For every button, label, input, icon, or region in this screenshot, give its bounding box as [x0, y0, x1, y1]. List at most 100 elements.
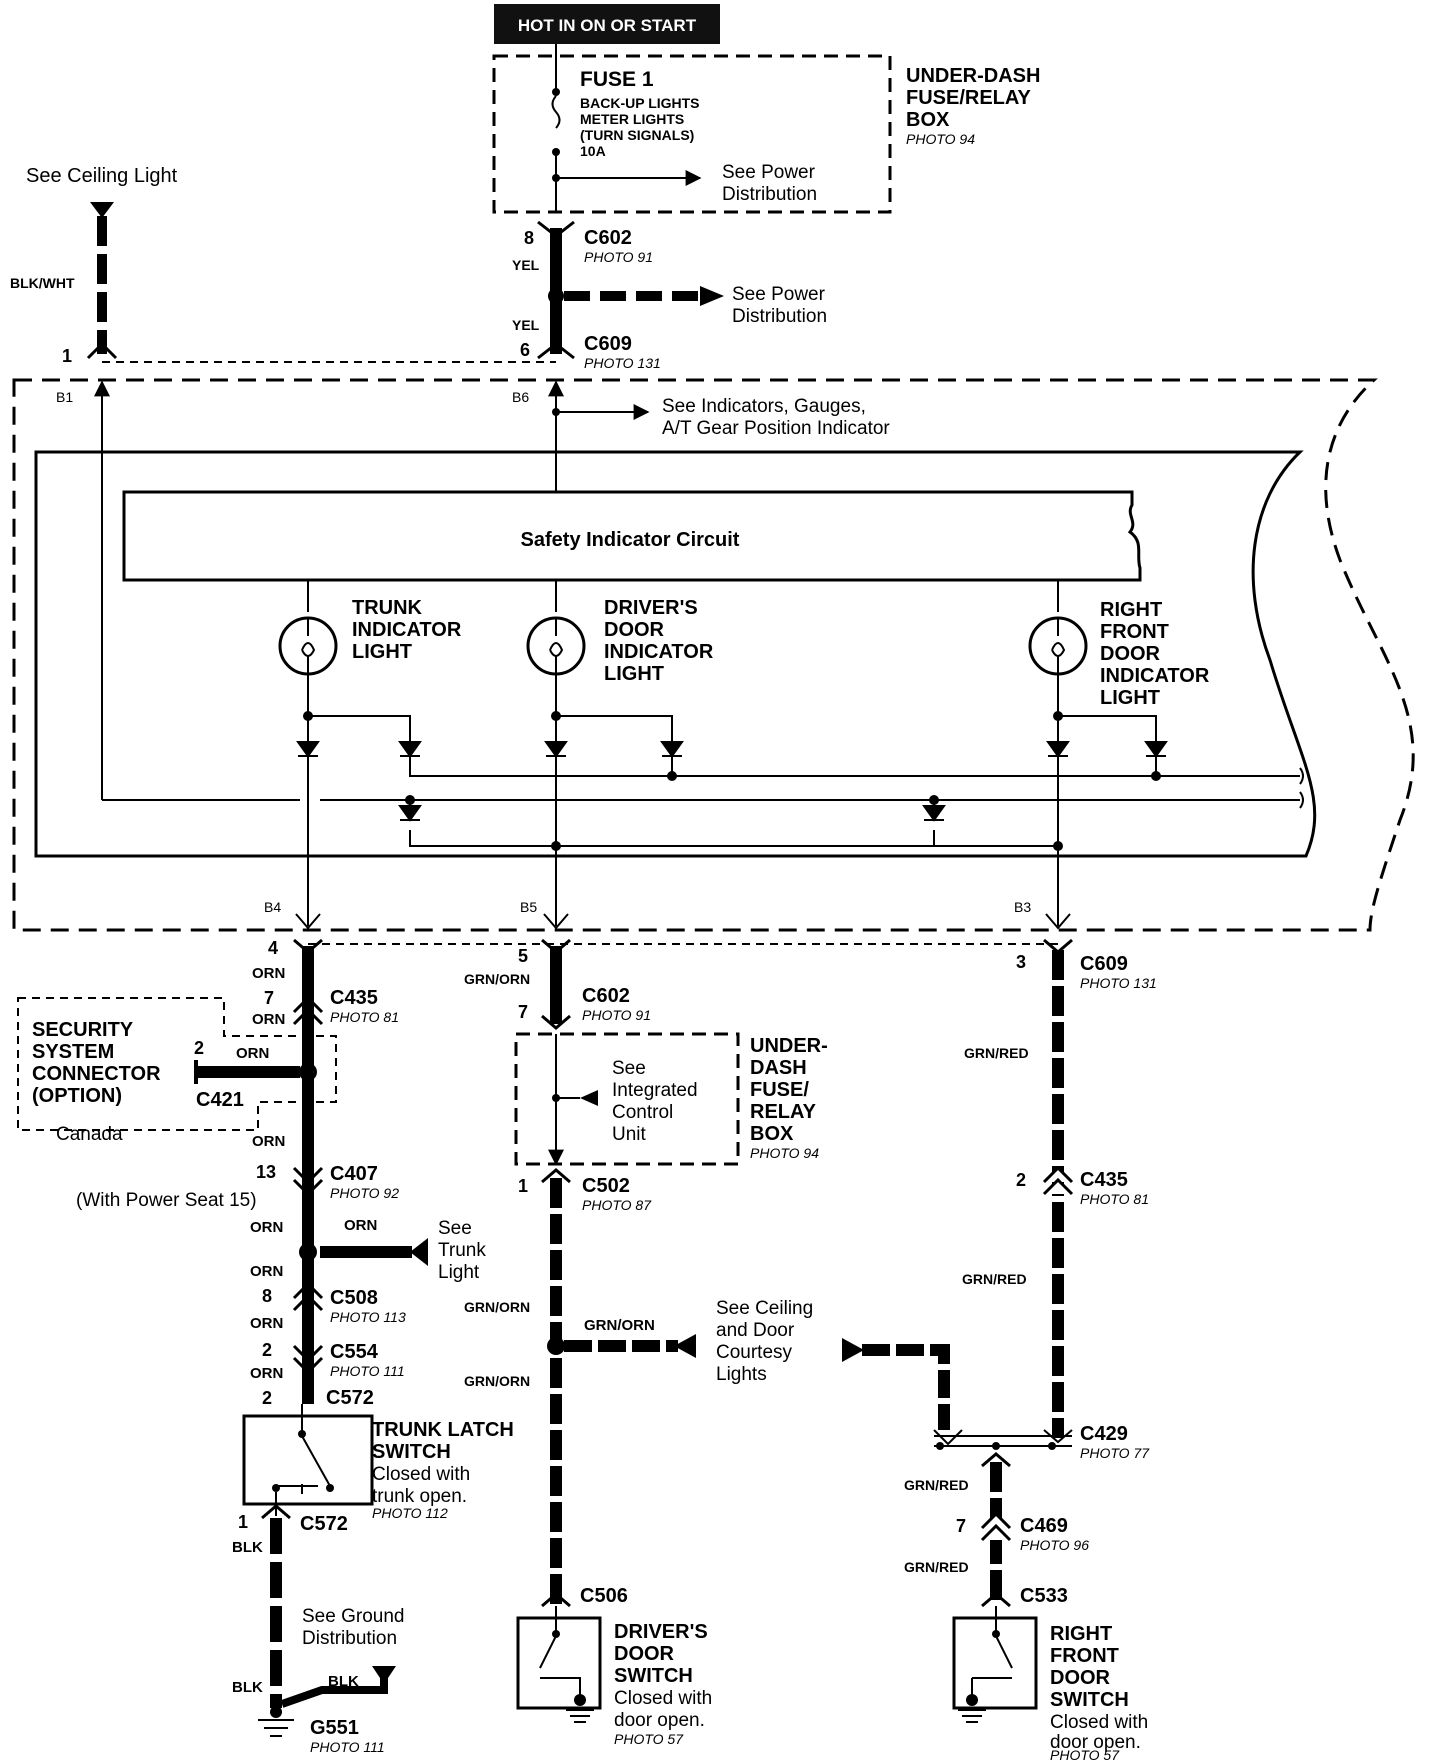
- connector-arrow-icon: [90, 202, 114, 218]
- right-w1: GRN/RED: [964, 1045, 1029, 1061]
- terminal-labels: B1 B6 B4 B5 B3: [56, 389, 1031, 915]
- term-b5: B5: [520, 899, 537, 915]
- left-w8: BLK: [232, 1539, 263, 1556]
- see-trunk-2: Light: [438, 1262, 480, 1283]
- c609-top-photo: PHOTO 131: [584, 355, 661, 371]
- left-c609-pin: 4: [268, 938, 278, 958]
- left-c435: C435: [330, 987, 378, 1009]
- right-label-0: RIGHT: [1100, 599, 1162, 621]
- security-3: (OPTION): [32, 1085, 122, 1107]
- right-c469: C469: [1020, 1515, 1068, 1537]
- ceiling-light-wire: See Ceiling Light BLK/WHT 1: [10, 165, 178, 366]
- see-power-1: See Power: [722, 162, 816, 183]
- left-c508-pin: 8: [262, 1286, 272, 1306]
- trunk-switch-note-1: trunk open.: [372, 1486, 467, 1507]
- see-ground-1: Distribution: [302, 1628, 397, 1649]
- mid-w2: GRN/ORN: [464, 1299, 530, 1315]
- yel-wire: 8 YEL C602 PHOTO 91 See Power Distributi…: [512, 220, 827, 371]
- mid-box-photo: PHOTO 94: [750, 1145, 819, 1161]
- see-courtesy-1: and Door: [716, 1320, 795, 1341]
- left-c554-pin: 2: [262, 1340, 272, 1360]
- right-w2: GRN/RED: [962, 1271, 1027, 1287]
- power-seat: (With Power Seat 15): [76, 1190, 257, 1211]
- left-w9: BLK: [232, 1679, 263, 1696]
- mid-c602-photo: PHOTO 91: [582, 1007, 651, 1023]
- left-c435-pin: 7: [264, 988, 274, 1008]
- left-w-trunk: ORN: [344, 1217, 377, 1234]
- see-ground-0: See Ground: [302, 1606, 404, 1627]
- left-w3: ORN: [252, 1133, 285, 1150]
- right-c429: C429: [1080, 1423, 1128, 1445]
- left-c508-photo: PHOTO 113: [330, 1309, 406, 1325]
- right-w4: GRN/RED: [904, 1559, 969, 1575]
- under-dash-fuse-box-top: FUSE 1 BACK-UP LIGHTS METER LIGHTS (TURN…: [492, 44, 1040, 214]
- box-line-1: FUSE/RELAY: [906, 87, 1032, 109]
- c602-top-name: C602: [584, 227, 632, 249]
- right-c533: C533: [1020, 1585, 1068, 1607]
- driver-door-switch-icon: [516, 1616, 602, 1710]
- driver-switch-note-0: Closed with: [614, 1688, 712, 1709]
- left-c407-pin: 13: [256, 1162, 276, 1182]
- left-w4: ORN: [250, 1219, 283, 1236]
- right-label-4: LIGHT: [1100, 687, 1160, 709]
- circuit-label: Safety Indicator Circuit: [521, 529, 740, 551]
- splice-see-2: Distribution: [732, 306, 827, 327]
- term-b4: B4: [264, 899, 281, 915]
- trunk-switch-note-0: Closed with: [372, 1464, 470, 1485]
- mid-box-1: DASH: [750, 1057, 807, 1079]
- c602-top-wire: YEL: [512, 257, 540, 273]
- see-indicators-2: A/T Gear Position Indicator: [662, 418, 890, 439]
- see-power-2: Distribution: [722, 184, 817, 205]
- fuse-name: FUSE 1: [580, 68, 654, 91]
- trunk-label-0: TRUNK: [352, 597, 423, 619]
- left-c572: C572: [326, 1387, 374, 1409]
- hot-label-text: HOT IN ON OR START: [518, 16, 697, 35]
- ground-icon: [258, 1719, 294, 1737]
- c609-top-wire: YEL: [512, 317, 540, 333]
- ceiling-pin: 1: [62, 346, 72, 366]
- right-c609-pin: 3: [1016, 952, 1026, 972]
- see-indicators-1: See Indicators, Gauges,: [662, 396, 866, 417]
- term-b6: B6: [512, 389, 529, 405]
- left-branch: 4 ORN 7 C435 PHOTO 81 ORN SECURITY SYSTE…: [17, 938, 514, 1755]
- driver-indicator-light: DRIVER'S DOOR INDICATOR LIGHT: [526, 580, 714, 716]
- mid-c502-photo: PHOTO 87: [582, 1197, 652, 1213]
- right-c435-pin: 2: [1016, 1170, 1026, 1190]
- trunk-switch-title-0: TRUNK LATCH: [372, 1419, 514, 1441]
- right-switch-title-2: DOOR: [1050, 1667, 1111, 1689]
- left-c572-bot: C572: [300, 1513, 348, 1535]
- right-switch-title-0: RIGHT: [1050, 1623, 1112, 1645]
- left-c572-pin-bot: 1: [238, 1512, 248, 1532]
- see-courtesy-2: Courtesy: [716, 1342, 793, 1363]
- left-w6: ORN: [250, 1315, 283, 1332]
- left-w2: ORN: [252, 1011, 285, 1028]
- left-c508: C508: [330, 1287, 378, 1309]
- security-0: SECURITY: [32, 1019, 134, 1041]
- security-wire: ORN: [236, 1045, 269, 1062]
- box-line-0: UNDER-DASH: [906, 65, 1040, 87]
- mid-c602: C602: [582, 985, 630, 1007]
- mid-box-0: UNDER-: [750, 1035, 828, 1057]
- trunk-latch-switch-icon: [242, 1414, 374, 1506]
- c602-top-pin: 8: [524, 228, 534, 248]
- see-trunk-1: Trunk: [438, 1240, 486, 1261]
- mid-box-2: FUSE/: [750, 1079, 809, 1101]
- right-branch: 3 C609 PHOTO 131 GRN/RED 2 C435 PHOTO 81…: [842, 938, 1157, 1760]
- right-c469-photo: PHOTO 96: [1020, 1537, 1089, 1553]
- left-c407: C407: [330, 1163, 378, 1185]
- right-c469-pin: 7: [956, 1516, 966, 1536]
- driver-label-3: LIGHT: [604, 663, 664, 685]
- ground-icon: [958, 1709, 986, 1723]
- fuse-line-1: METER LIGHTS: [580, 111, 684, 127]
- mid-c506: C506: [580, 1585, 628, 1607]
- driver-switch-photo: PHOTO 57: [614, 1731, 684, 1747]
- mid-c502-pin: 1: [518, 1176, 528, 1196]
- fuse-line-2: (TURN SIGNALS): [580, 127, 694, 143]
- see-trunk-0: See: [438, 1218, 472, 1239]
- driver-switch-note-1: door open.: [614, 1710, 705, 1731]
- term-b1: B1: [56, 389, 73, 405]
- right-label-2: DOOR: [1100, 643, 1161, 665]
- right-w3: GRN/RED: [904, 1477, 969, 1493]
- left-c407-photo: PHOTO 92: [330, 1185, 399, 1201]
